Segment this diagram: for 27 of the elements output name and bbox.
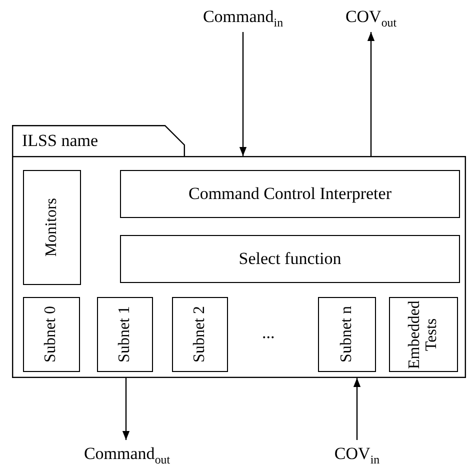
package-name: ILSS name xyxy=(22,131,98,151)
function-box xyxy=(389,297,458,372)
arrow xyxy=(353,378,361,440)
box-label: Select function xyxy=(238,250,342,268)
signal-label: COV$_{in}$ xyxy=(334,444,380,466)
arrow xyxy=(239,32,247,156)
function-box xyxy=(23,170,81,285)
function-box xyxy=(120,235,460,283)
box-label: Subnet 2 xyxy=(192,306,208,363)
signal-label: Command$_{in}$ xyxy=(202,8,284,28)
function-box xyxy=(120,170,460,218)
ellipsis: ... xyxy=(262,323,275,343)
box-label: Subnet 0 xyxy=(43,306,60,363)
box-label: Subnet 1 xyxy=(116,306,134,363)
arrow xyxy=(367,32,375,156)
box-label: Subnet n xyxy=(338,306,356,363)
box-label: Monitors xyxy=(44,198,60,257)
box-label: Command Control Interpreter xyxy=(188,185,392,203)
box-label: Embedded Tests xyxy=(406,299,440,371)
signal-label: Command$_{out}$ xyxy=(84,444,170,466)
arrow xyxy=(122,378,130,440)
function-box xyxy=(172,297,228,372)
function-box xyxy=(318,297,376,372)
package-frame xyxy=(12,156,466,378)
function-box xyxy=(23,297,80,372)
signal-label: COV$_{out}$ xyxy=(345,8,397,28)
function-box xyxy=(97,297,153,372)
